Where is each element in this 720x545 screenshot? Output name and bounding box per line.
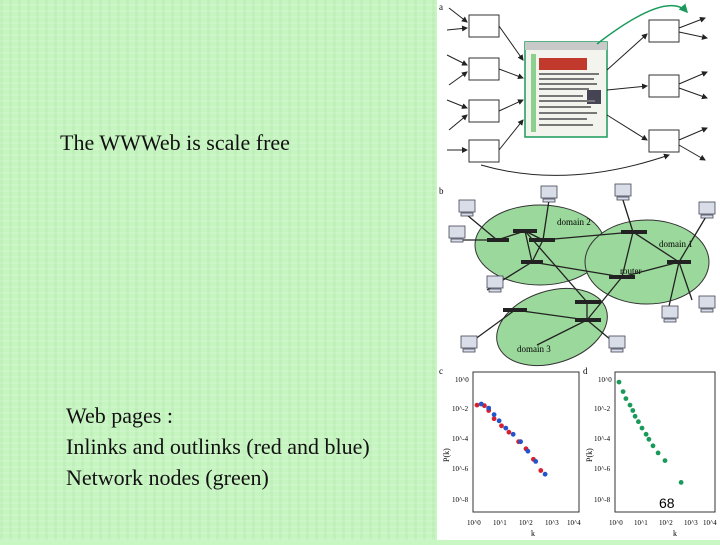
plot-d-ytick-0: 10^0 [598,376,612,384]
web-page-screenshot [524,41,608,138]
plot-d-point-s0-11 [655,450,661,456]
panel-d: d P(k) k 10^0 10^-2 10^-4 10^-6 10^-8 10… [583,366,717,538]
plot-c-point-s1-7 [525,448,531,454]
plot-d-point-s0-8 [643,431,649,437]
plot-c-point-s1-8 [533,459,539,464]
plot-c-xtick-2: 10^2 [519,519,533,527]
panel-label-b: b [439,186,444,196]
domain-1-label: domain 1 [659,239,693,249]
plot-c-xtick-4: 10^4 [567,519,581,527]
plot-c-ytick-0: 10^0 [455,376,469,384]
plot-d-xtick-3: 10^3 [684,519,698,527]
bullet-web-pages: Web pages : [66,403,173,428]
plot-c-xtick-3: 10^3 [545,519,559,527]
plot-d-xlabel: k [673,529,677,538]
plot-d-xtick-4: 10^4 [703,519,717,527]
plot-c-xlabel: k [531,529,535,538]
plot-d-point-s0-5 [632,413,638,419]
slide-body: Web pages : Inlinks and outlinks (red an… [66,400,370,493]
plot-c-xtick-1: 10^1 [493,519,507,527]
plot-d-xtick-2: 10^2 [659,519,673,527]
plot-c-ytick-1: 10^-2 [452,405,469,413]
plot-c-point-s0-9 [538,468,544,473]
bullet-network-nodes: Network nodes (green) [66,465,269,490]
plot-c-xtick-0: 10^0 [467,519,481,527]
panel-a: a [439,2,708,176]
plot-d-ytick-3: 10^-6 [594,465,611,473]
panel-b: b domain 2 domain 1 domain 3 router [439,183,716,367]
panel-label-c: c [439,366,443,376]
plot-d-point-s0-4 [630,408,636,413]
computer-icons [448,183,716,353]
plot-c-point-s0-3 [491,416,497,422]
plot-c-point-s1-9 [542,471,548,477]
figure-svg: a [439,2,717,538]
plot-d-point-s0-6 [636,419,641,425]
router-bars [487,229,691,322]
panel-label-a: a [439,2,443,12]
slide-title: The WWWeb is scale free [60,130,290,155]
plot-c-point-s0-4 [499,423,504,429]
plot-c-point-s0-0 [474,402,480,408]
figure-pane: a [437,0,720,540]
plot-d-point-s0-13 [678,480,684,485]
plot-d-frame [614,371,716,513]
domain-1-cloud [584,219,710,305]
plot-d-point-s0-3 [627,402,633,408]
bullet-inlinks-outlinks: Inlinks and outlinks (red and blue) [66,434,370,459]
plot-c-points [474,401,548,477]
plot-c-point-s1-5 [510,431,516,437]
plot-d-point-s0-10 [650,443,656,449]
plot-d-point-s0-12 [662,458,668,463]
green-link-arrow [596,3,689,45]
plot-d-xtick-1: 10^1 [634,519,648,527]
plot-d-point-s0-2 [623,396,629,401]
domain-3-cloud [496,287,608,367]
router-label: router [620,266,642,276]
plot-c-point-s1-4 [503,425,509,431]
plot-c-point-s1-2 [491,412,497,417]
plot-c-ytick-4: 10^-8 [452,496,469,504]
plot-d-points [616,379,684,485]
plot-d-xtick-0: 10^0 [609,519,623,527]
plot-d-point-s0-7 [639,425,645,431]
plot-c-point-s0-5 [506,429,512,435]
plot-d-ytick-4: 10^-8 [594,496,611,504]
plot-c-frame [472,371,580,513]
plot-c-point-s1-3 [496,418,502,424]
plot-d-point-s0-1 [620,389,626,394]
plot-c-ytick-3: 10^-6 [452,465,469,473]
plot-d-point-s0-0 [616,379,622,385]
plot-d-point-s0-9 [646,436,652,442]
slide-text-pane: The WWWeb is scale free Web pages : Inli… [0,0,437,540]
panel-c: c P(k) k 10^0 10^-2 10^-4 10^-6 10^-8 10… [439,366,581,538]
plot-c-point-s1-6 [518,439,523,445]
plot-c-ytick-2: 10^-4 [452,435,469,443]
domain-3-label: domain 3 [517,344,551,354]
plot-d-ytick-2: 10^-4 [594,435,611,443]
plot-c-point-s1-0 [478,401,484,407]
plot-c-point-s1-1 [486,405,492,411]
plot-d-ytick-1: 10^-2 [594,405,611,413]
plot-c-ylabel: P(k) [442,448,451,462]
link-arrows [446,7,708,176]
panel-label-d: d [583,366,588,376]
domain-2-label: domain 2 [557,217,591,227]
plot-d-ylabel: P(k) [585,448,594,462]
page-number: 68 [659,495,675,511]
